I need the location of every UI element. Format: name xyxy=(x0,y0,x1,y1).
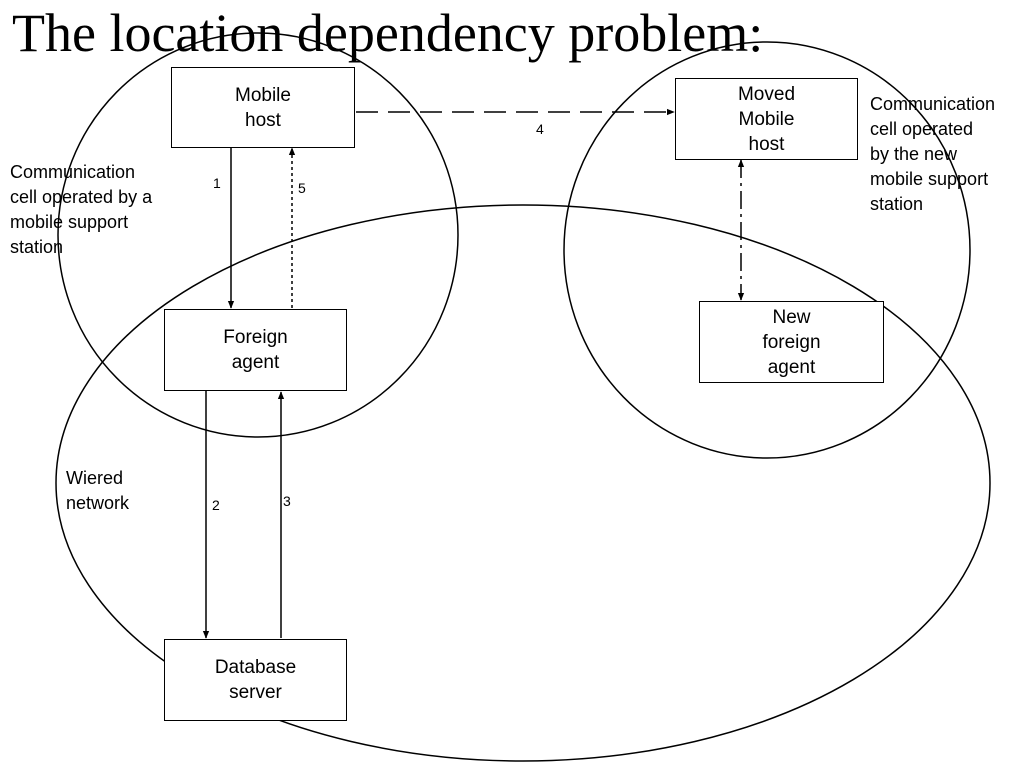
right-cell-ellipse xyxy=(563,41,971,459)
step-3-label: 3 xyxy=(283,493,291,509)
database-server-box: Database server xyxy=(164,639,347,721)
new-foreign-agent-box: New foreign agent xyxy=(699,301,884,383)
step-5-label: 5 xyxy=(298,180,306,196)
mobile-host-box: Mobile host xyxy=(171,67,355,148)
foreign-agent-box: Foreign agent xyxy=(164,309,347,391)
left-cell-ellipse xyxy=(57,32,459,438)
page-title: The location dependency problem: xyxy=(12,3,764,63)
right-cell-label: Communication cell operated by the new m… xyxy=(870,94,996,214)
wired-network-ellipse xyxy=(55,204,991,762)
wired-network-label: Wiered network xyxy=(66,468,130,513)
moved-mobile-host-box: Moved Mobile host xyxy=(675,78,858,160)
step-2-label: 2 xyxy=(212,497,220,513)
step-1-label: 1 xyxy=(213,175,221,191)
left-cell-label: Communication cell operated by a mobile … xyxy=(10,162,153,257)
step-4-label: 4 xyxy=(536,121,544,137)
